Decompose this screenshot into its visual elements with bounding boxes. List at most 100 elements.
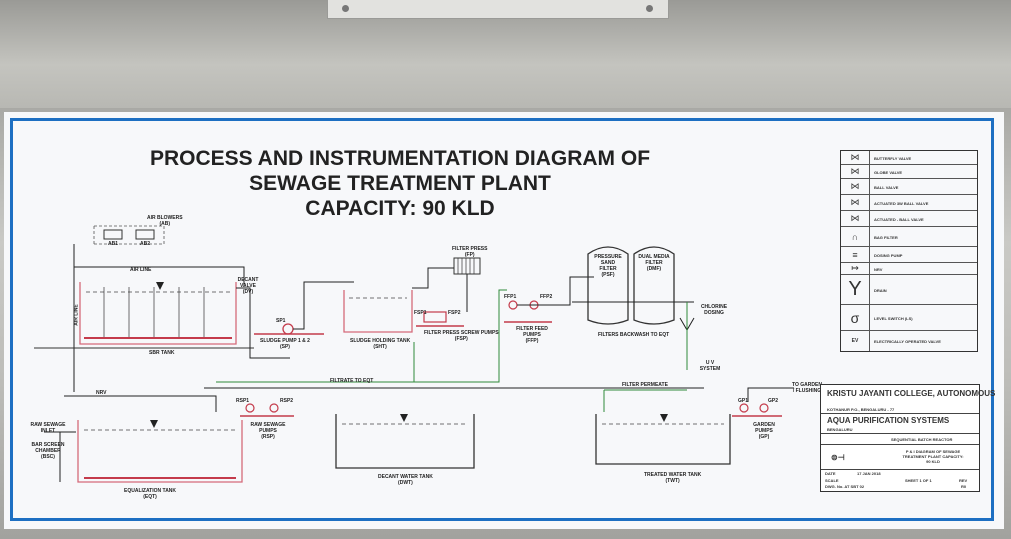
diagram-title: PROCESS AND INSTRUMENTATION DIAGRAM OF S… [94, 146, 706, 221]
drawing-title-block: KRISTU JAYANTI COLLEGE, AUTONOMOUS KOTHA… [820, 384, 995, 492]
nrv-label: NRV [96, 390, 107, 396]
symbol-legend: ⋈BUTTERFLY VALVE ⋈GLOBE VALVE ⋈BALL VALV… [840, 150, 978, 352]
filter-permeate-label: FILTER PERMEATE [622, 382, 668, 388]
raw-sewage-inlet-label: RAW SEWAGE INLET [30, 422, 66, 434]
electric-valve-icon: EV [841, 331, 870, 351]
title-line-1: PROCESS AND INSTRUMENTATION DIAGRAM OF [149, 147, 651, 170]
ball-valve-icon: ⋈ [841, 179, 870, 194]
scale-label: SCALE [825, 478, 839, 483]
garden-pumps-label: GARDEN PUMPS(GP) [753, 422, 775, 440]
legend-row: ⋈ACTUATED - BALL VALVE [841, 211, 977, 227]
gp1-pump-shape [739, 403, 749, 413]
rsp2-pump-shape [269, 403, 279, 413]
filtrate-to-eqt-label: FILTRATE TO EQT [330, 378, 374, 384]
equalization-tank-label: EQUALIZATION TANK(EQT) [124, 488, 177, 500]
fsp2-label: FSP2 [448, 310, 461, 316]
legend-row: ≡DOSING PUMP [841, 247, 977, 263]
ab2-label: AB2 [140, 241, 151, 247]
sludge-holding-tank-label: SLUDGE HOLDING TANK(SHT) [350, 338, 411, 350]
dual-media-filter-shape [633, 246, 675, 325]
actuated-3w-ball-valve-icon: ⋈ [841, 195, 870, 210]
permeate-line [603, 389, 687, 412]
air-line-label: AIR LINE [130, 267, 152, 273]
pressure-sand-filter-label: PRESSURE SAND FILTER(PSF) [594, 254, 622, 278]
level-switch-icon: σ [841, 305, 870, 330]
ffp2-label: FFP2 [540, 294, 553, 300]
drawing-number: DWG. No. AT SBT 02 [825, 484, 865, 489]
date-label: DATE [825, 471, 836, 476]
ffp-to-filter-pipe [517, 276, 594, 306]
filter-press-label: FILTER PRESS(FP) [452, 246, 488, 258]
fsp1-label: FSP1 [414, 310, 427, 316]
diagram-board: PROCESS AND INSTRUMENTATION DIAGRAM OF S… [4, 112, 1004, 529]
nrv-icon: ↦ [841, 263, 870, 274]
gp2-label: GP2 [768, 398, 779, 404]
rev-label: REV [959, 478, 968, 483]
air-blower-ab2-shape [135, 229, 155, 240]
uv-system-label: U V SYSTEM [699, 360, 721, 372]
legend-row: ⋈BALL VALVE [841, 179, 977, 195]
filter-press-screw-pumps-label: FILTER PRESS SCREW PUMPS(FSP) [424, 330, 499, 342]
decant-water-tank-label: DECANT WATER TANK(DWT) [378, 474, 433, 486]
rsp1-label: RSP1 [236, 398, 250, 404]
sbr-diffuser-droppers [103, 287, 205, 337]
sbr-tank-shape [79, 282, 237, 345]
screw-icon [646, 5, 653, 12]
filters-backwash-label: FILTERS BACKWASH TO EQT [598, 332, 670, 338]
equalization-tank-shape [77, 420, 243, 483]
sbr-tank-label: SBR TANK [149, 350, 175, 356]
company-city: BENGALURU [827, 427, 853, 432]
rsp1-pump-shape [245, 403, 255, 413]
filter-press-plates [457, 258, 475, 274]
garden-flushing-pipe [747, 387, 794, 402]
air-blower-ab1-shape [103, 229, 123, 240]
drawing-logo-icon: ⊜⊣ [831, 453, 845, 462]
sbr-level-marker-icon [156, 282, 164, 290]
sht-to-press-pipe [412, 267, 454, 289]
dual-media-filter-label: DUAL MEDIA FILTER(DMF) [638, 254, 670, 272]
decant-water-tank-shape [335, 414, 475, 469]
decant-line [236, 287, 290, 359]
fsp-pump-shape [423, 311, 447, 323]
sludge-pump-label: SLUDGE PUMP 1 & 2(SP) [260, 338, 310, 350]
sp1-label: SP1 [276, 318, 286, 324]
top-plaque [327, 0, 669, 19]
process-name: SEQUENTIAL BATCH REACTOR [891, 437, 953, 442]
actuated-ball-valve-icon: ⋈ [841, 211, 870, 226]
treated-water-tank-shape [595, 414, 731, 465]
filter-feed-pumps-label: FILTER FEED PUMPS(FFP) [516, 326, 548, 344]
legend-row: ↦NRV [841, 263, 977, 275]
raw-sewage-pumps-label: RAW SEWAGE PUMPS(RSP) [250, 422, 286, 440]
company-name: AQUA PURIFICATION SYSTEMS [827, 416, 950, 425]
sheet-number: SHEET 1 OF 1 [905, 478, 932, 483]
sludge-holding-tank-shape [343, 290, 413, 333]
rev-value: R0 [961, 484, 967, 489]
legend-row: ⋈BUTTERFLY VALVE [841, 151, 977, 165]
globe-valve-icon: ⋈ [841, 165, 870, 178]
air-blowers-label: AIR BLOWERS(AB) [147, 215, 183, 227]
legend-row: ∩BAG FILTER [841, 227, 977, 247]
legend-row: ⋈GLOBE VALVE [841, 165, 977, 179]
date-value: 17 JAN 2018 [857, 471, 881, 476]
nrv-line [64, 395, 217, 412]
gp2-pump-shape [759, 403, 769, 413]
sludge-discharge-pipe [293, 281, 354, 330]
air-line-vertical-label: AIR LINE [73, 304, 80, 326]
title-line-2: SEWAGE TREATMENT PLANT [249, 172, 551, 195]
dwt-level-marker-icon [400, 414, 408, 422]
rsp2-label: RSP2 [280, 398, 294, 404]
screw-icon [342, 5, 349, 12]
college-address: KOTHANUR P.O., BENGALURU - 77 [827, 407, 895, 412]
to-garden-flushing-label: TO GARDEN / FLUSHING [792, 382, 822, 394]
ab1-label: AB1 [108, 241, 119, 247]
board-frame [10, 118, 994, 521]
gp1-label: GP1 [738, 398, 749, 404]
bag-filter-icon: ∩ [841, 227, 870, 246]
air-blower-enclosure [93, 225, 165, 245]
legend-row: ⋈ACTUATED 3W BALL VALVE [841, 195, 977, 211]
twt-level-marker-icon [660, 414, 668, 422]
ffp1-pump-shape [508, 300, 518, 310]
treated-water-tank-label: TREATED WATER TANK(TWT) [644, 472, 702, 484]
